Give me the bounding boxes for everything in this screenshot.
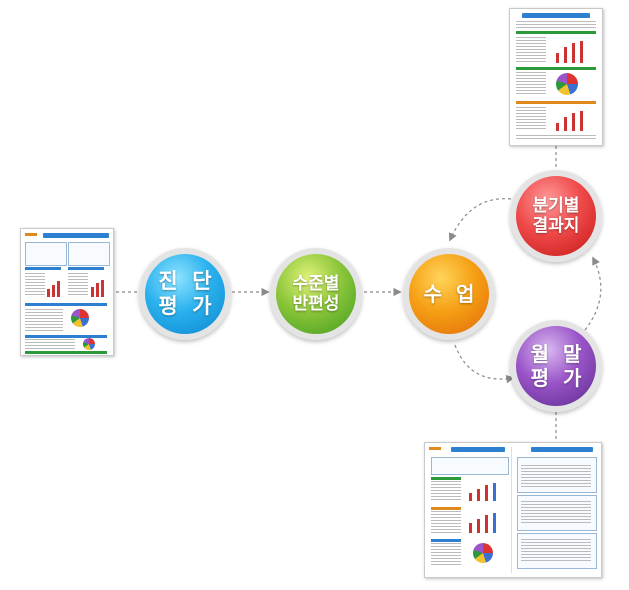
node-monthly-label: 월 말 평 가: [530, 342, 582, 390]
node-diagnostic-evaluation: 진 단 평 가: [139, 248, 231, 340]
node-class: 수 업: [403, 248, 495, 340]
node-quarterly-results: 분기별 결과지: [510, 170, 602, 262]
diagnostic-report-thumbnail: [20, 228, 114, 356]
connector-quarterly-to-class: [448, 198, 512, 242]
node-monthly-evaluation: 월 말 평 가: [510, 320, 602, 412]
node-level-label: 수준별 반편성: [292, 273, 340, 314]
node-class-label: 수 업: [423, 282, 475, 306]
connector-monthly-to-quarterly: [584, 256, 602, 331]
node-diagnostic-label: 진 단 평 가: [158, 268, 212, 318]
node-quarterly-label: 분기별 결과지: [532, 195, 580, 236]
monthly-report-thumbnail: [424, 442, 602, 578]
quarterly-report-thumbnail: [509, 8, 603, 146]
connector-class-to-monthly: [454, 344, 515, 384]
node-level-grouping: 수준별 반편성: [270, 248, 362, 340]
